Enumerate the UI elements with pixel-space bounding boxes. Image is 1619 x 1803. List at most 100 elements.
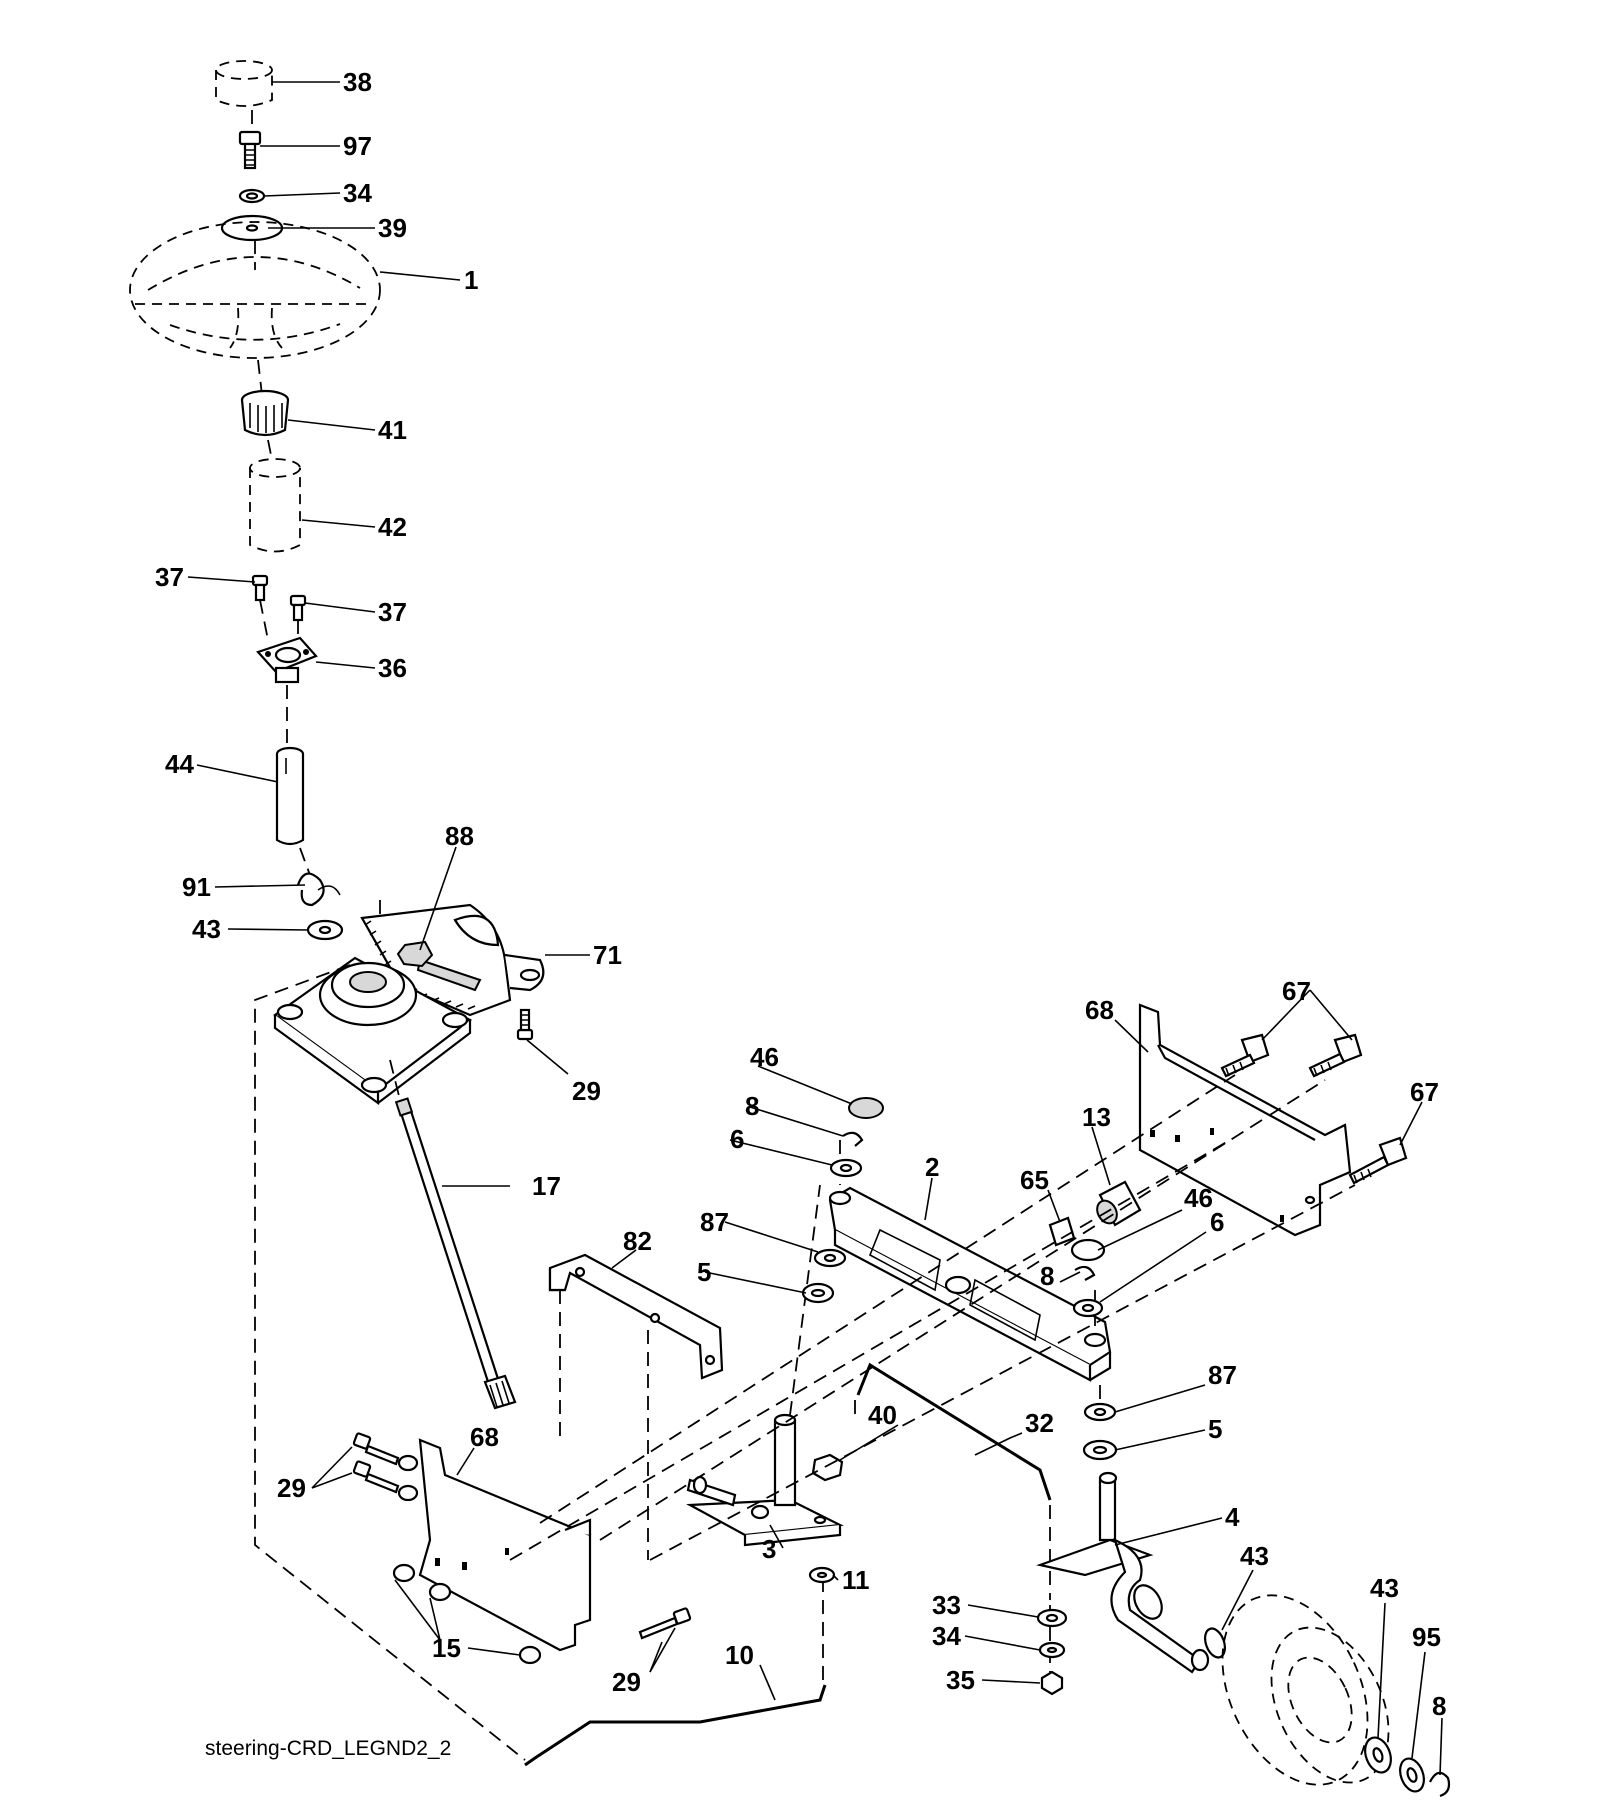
callout-97: 97 <box>343 131 372 161</box>
callout-39: 39 <box>378 213 407 243</box>
callout-71: 71 <box>593 940 622 970</box>
part-washer-34-lower <box>1038 1641 1066 1659</box>
callout-33: 33 <box>932 1590 961 1620</box>
part-cap-46-left <box>848 1097 884 1119</box>
callout-29-plate-right: 29 <box>612 1667 641 1697</box>
leader-lines <box>187 81 1443 1776</box>
callout-43-spindle: 43 <box>1240 1541 1269 1571</box>
part-plate-68-lower <box>392 1438 592 1665</box>
callout-44: 44 <box>165 749 194 779</box>
callout-6-right: 6 <box>1210 1207 1224 1237</box>
callout-5-left: 5 <box>697 1257 711 1287</box>
callout-13: 13 <box>1082 1102 1111 1132</box>
callout-2: 2 <box>925 1152 939 1182</box>
callout-46-right: 46 <box>1184 1183 1213 1213</box>
part-bolt-29-plate-a <box>352 1432 400 1466</box>
part-bushing-13 <box>1096 1180 1142 1227</box>
part-bolt-29-gear <box>516 1008 534 1041</box>
part-washer-6-left <box>829 1158 863 1178</box>
callout-82: 82 <box>623 1226 652 1256</box>
part-adapter-41 <box>240 389 290 437</box>
part-drag-link-10 <box>524 1684 827 1767</box>
callout-29-gear: 29 <box>572 1076 601 1106</box>
part-clip-8-wheel <box>1429 1771 1451 1798</box>
part-gear-housing <box>273 956 473 1106</box>
callout-4: 4 <box>1225 1502 1240 1532</box>
callout-65: 65 <box>1020 1165 1049 1195</box>
diagram-caption: steering-CRD_LEGND2_2 <box>205 1737 451 1760</box>
part-washer-6-right <box>1072 1298 1104 1318</box>
callout-68-upper: 68 <box>1085 995 1114 1025</box>
callout-36: 36 <box>378 653 407 683</box>
callout-40: 40 <box>868 1400 897 1430</box>
callout-labels: 38 97 34 39 1 41 42 37 37 36 44 88 91 43… <box>155 67 1446 1721</box>
part-pin-8-right <box>1074 1265 1096 1281</box>
part-tie-rod-32 <box>856 1362 1052 1501</box>
callout-67-b: 67 <box>1410 1077 1439 1107</box>
callout-8-right: 8 <box>1040 1261 1054 1291</box>
part-washer-87-right <box>1083 1402 1117 1422</box>
part-clip-91 <box>296 872 341 907</box>
part-washer-87-left <box>813 1248 847 1268</box>
callout-41: 41 <box>378 415 407 445</box>
callout-43-wheel: 43 <box>1370 1573 1399 1603</box>
part-steering-wheel-1 <box>129 221 381 359</box>
part-front-axle-2 <box>828 1186 1112 1382</box>
callout-15: 15 <box>432 1633 461 1663</box>
part-screw-37-left <box>251 574 269 602</box>
part-pin-8-left <box>842 1131 864 1147</box>
callout-11: 11 <box>842 1565 870 1595</box>
part-spindle-3 <box>686 1413 844 1547</box>
callout-91: 91 <box>182 872 211 902</box>
part-cap-46-right <box>1070 1238 1106 1262</box>
callout-6-left: 6 <box>730 1124 744 1154</box>
callout-1: 1 <box>464 265 478 295</box>
part-flange-bearing-36 <box>256 636 318 684</box>
part-washer-34-top <box>238 188 266 204</box>
part-bolt-29-plate-b <box>352 1460 400 1494</box>
part-bolt-67-a <box>1220 1033 1270 1078</box>
part-nut-88 <box>396 940 434 968</box>
callout-43-upper: 43 <box>192 914 221 944</box>
callout-95: 95 <box>1412 1622 1441 1652</box>
part-washer-95 <box>1399 1757 1425 1793</box>
callout-34: 34 <box>343 178 372 208</box>
callout-87-left: 87 <box>700 1207 729 1237</box>
callout-88: 88 <box>445 821 474 851</box>
part-washer-43-spindle <box>1204 1627 1226 1659</box>
part-nut-40 <box>811 1453 844 1482</box>
part-bolt-29-plate-c <box>638 1607 692 1640</box>
part-sleeve-42 <box>249 458 301 553</box>
part-washer-5-right <box>1082 1439 1118 1461</box>
part-washer-33 <box>1036 1608 1068 1628</box>
part-cap-38 <box>215 60 273 107</box>
callout-34-lower: 34 <box>932 1621 961 1651</box>
part-bolt-67-b <box>1308 1033 1363 1078</box>
callout-68-lower: 68 <box>470 1422 499 1452</box>
callout-3: 3 <box>762 1534 776 1564</box>
callout-42: 42 <box>378 512 407 542</box>
callout-10: 10 <box>725 1640 754 1670</box>
callout-87-right: 87 <box>1208 1360 1237 1390</box>
callout-38: 38 <box>343 67 372 97</box>
part-spindle-4 <box>1036 1471 1210 1674</box>
part-washer-43-wheel <box>1364 1736 1392 1774</box>
part-washer-43-upper <box>306 919 344 941</box>
part-bolt-97 <box>238 130 262 170</box>
callout-5-right: 5 <box>1208 1414 1222 1444</box>
part-nut-35 <box>1040 1670 1064 1696</box>
part-steering-gear-71 <box>360 903 545 1017</box>
callout-37-left: 37 <box>155 562 184 592</box>
callout-67-a: 67 <box>1282 976 1311 1006</box>
part-plate-68-upper <box>1138 1003 1352 1237</box>
part-tire-wheel <box>1221 1594 1390 1786</box>
callout-8-wheel: 8 <box>1432 1691 1446 1721</box>
callout-37-right: 37 <box>378 597 407 627</box>
callout-17: 17 <box>532 1171 561 1201</box>
part-pin-65 <box>1048 1216 1076 1247</box>
part-screw-37-right <box>289 594 307 622</box>
part-bracket-82 <box>548 1253 724 1380</box>
part-bolt-67-c <box>1348 1136 1408 1185</box>
assembly-outline-left <box>254 964 526 1761</box>
